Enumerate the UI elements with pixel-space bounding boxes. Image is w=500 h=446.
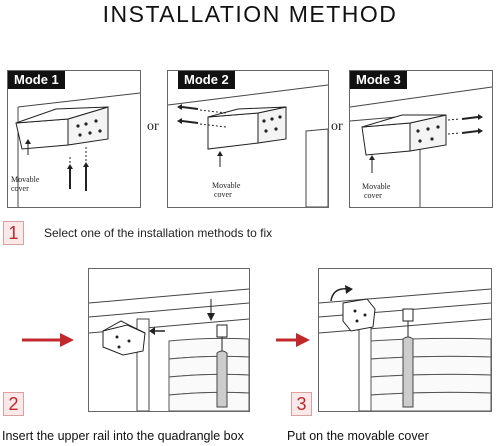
mode-2-note-line2: cover (214, 190, 232, 199)
step-3-illustration (319, 285, 491, 411)
mode-1-tag: Mode 1 (8, 71, 65, 89)
mode-3-note-line2: cover (364, 191, 382, 200)
step-2-number: 2 (3, 392, 24, 416)
mode-3-panel: Mode 3 Movable cover (349, 70, 493, 208)
page-title: INSTALLATION METHOD (102, 1, 398, 27)
mode-2-tag: Mode 2 (178, 71, 235, 89)
step-3-panel (318, 268, 492, 412)
arrow-icon (22, 333, 74, 347)
mode-1-note-line2: cover (11, 184, 29, 193)
step-1-text: Select one of the installation methods t… (44, 226, 273, 240)
step-3-text: Put on the movable cover (287, 429, 429, 443)
step-1-number: 1 (3, 221, 24, 245)
step-2-text: Insert the upper rail into the quadrangl… (2, 429, 244, 443)
step-2-illustration (89, 288, 249, 411)
mode-3-illustration (350, 86, 492, 207)
mode-3-tag: Mode 3 (350, 71, 407, 89)
step-2-panel (88, 268, 250, 412)
mode-2-illustration (168, 84, 328, 207)
mode-1-panel: Mode 1 Movable cover (7, 70, 141, 208)
step-3-number: 3 (291, 392, 312, 416)
mode-2-note-line1: Movable (212, 181, 241, 190)
mode-3-note-line1: Movable (362, 182, 391, 191)
mode-1-illustration (15, 92, 140, 207)
or-separator-1: or (147, 119, 159, 134)
or-separator-2: or (331, 119, 343, 134)
arrow-icon (276, 333, 310, 347)
mode-1-note-line1: Movable (11, 175, 40, 184)
mode-2-panel: Mode 2 Movable cover (167, 70, 329, 208)
